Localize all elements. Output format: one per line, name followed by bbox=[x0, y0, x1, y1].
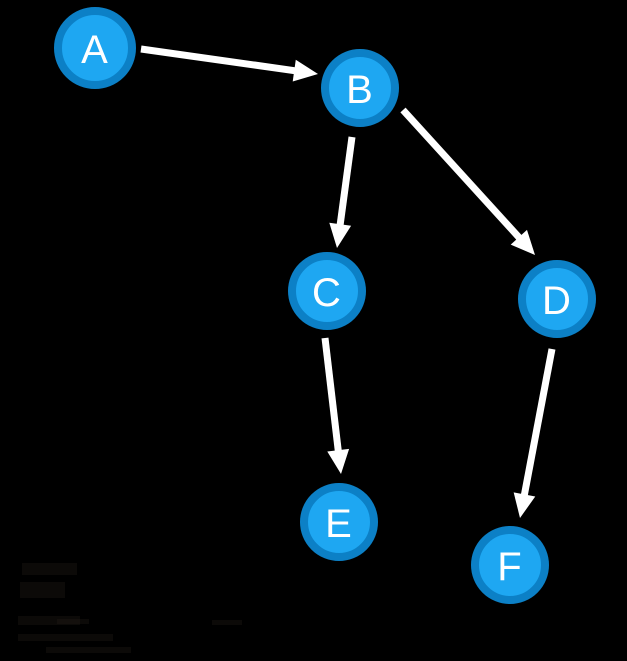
node-circle[interactable] bbox=[518, 260, 596, 338]
edge-B-D bbox=[400, 107, 535, 255]
arrowhead-icon bbox=[510, 229, 535, 255]
node-D[interactable]: D bbox=[518, 260, 596, 338]
node-B[interactable]: B bbox=[321, 49, 399, 127]
edge-B-C bbox=[329, 136, 356, 248]
node-C[interactable]: C bbox=[288, 252, 366, 330]
node-label: F bbox=[497, 545, 522, 589]
arrowhead-icon bbox=[327, 448, 350, 474]
node-circle[interactable] bbox=[54, 7, 136, 89]
node-label: E bbox=[325, 502, 353, 546]
arrowhead-icon bbox=[329, 222, 352, 248]
node-circle[interactable] bbox=[288, 252, 366, 330]
node-label: A bbox=[81, 28, 109, 72]
node-F[interactable]: F bbox=[471, 526, 549, 604]
edge-A-B bbox=[140, 45, 318, 82]
edge-line bbox=[336, 136, 356, 227]
edge-line bbox=[520, 348, 556, 498]
edge-D-F bbox=[513, 348, 556, 518]
arrowhead-icon bbox=[292, 59, 318, 82]
node-circle[interactable] bbox=[321, 49, 399, 127]
node-label: D bbox=[542, 279, 572, 323]
edge-C-E bbox=[321, 337, 350, 474]
node-A[interactable]: A bbox=[54, 7, 136, 89]
edge-line bbox=[400, 107, 523, 242]
node-label: B bbox=[346, 68, 374, 112]
arrowhead-icon bbox=[513, 492, 536, 518]
node-label: C bbox=[312, 271, 342, 315]
node-circle[interactable] bbox=[300, 483, 378, 561]
node-circle[interactable] bbox=[471, 526, 549, 604]
node-E[interactable]: E bbox=[300, 483, 378, 561]
edge-line bbox=[321, 337, 342, 453]
edge-line bbox=[140, 45, 297, 75]
